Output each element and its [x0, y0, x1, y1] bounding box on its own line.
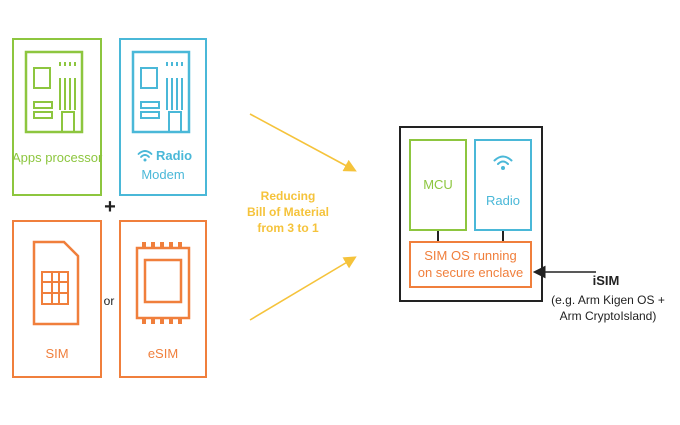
radio-modem-sublabel: Modem: [141, 167, 185, 182]
reduction-line-1: Reducing: [260, 189, 316, 203]
mcu-connector: [437, 231, 439, 241]
radio-label: Radio: [486, 193, 520, 208]
esim-label: eSIM: [147, 346, 179, 361]
radio-modem-box: [119, 38, 207, 196]
arrow-top: [249, 113, 357, 172]
isim-detail-line-1: (e.g. Arm Kigen OS +: [551, 293, 665, 307]
reduction-line-2: Bill of Material: [246, 205, 329, 219]
isim-detail-line-2: Arm CryptoIsland): [559, 309, 657, 323]
apps-processor-box: [12, 38, 102, 196]
wifi-signal-icon: [493, 155, 513, 170]
circuit-board-icon: [24, 50, 84, 134]
circuit-board-icon: [131, 50, 191, 134]
radio-box: [474, 139, 532, 231]
sim-os-box: [409, 241, 532, 288]
sim-os-line-1: SIM OS running: [424, 248, 517, 263]
arrow-bottom: [249, 256, 357, 321]
sim-os-line-2: on secure enclave: [417, 265, 524, 280]
isim-chip-box: [399, 126, 543, 302]
isim-title: iSIM: [592, 273, 620, 288]
sim-card-icon: [32, 240, 80, 326]
esim-box: [119, 220, 207, 378]
apps-processor-label: Apps processor: [12, 150, 103, 165]
mcu-box: [409, 139, 467, 231]
reduction-line-3: from 3 to 1: [257, 221, 319, 235]
esim-chip-icon: [135, 242, 191, 324]
sim-box: [12, 220, 102, 378]
plus-sign: +: [104, 196, 116, 218]
mcu-label: MCU: [423, 177, 453, 192]
radio-connector: [502, 231, 504, 241]
or-label: or: [103, 294, 115, 308]
radio-modem-label: Radio: [156, 148, 193, 163]
sim-label: SIM: [45, 346, 69, 361]
wifi-signal-icon: [137, 150, 153, 162]
